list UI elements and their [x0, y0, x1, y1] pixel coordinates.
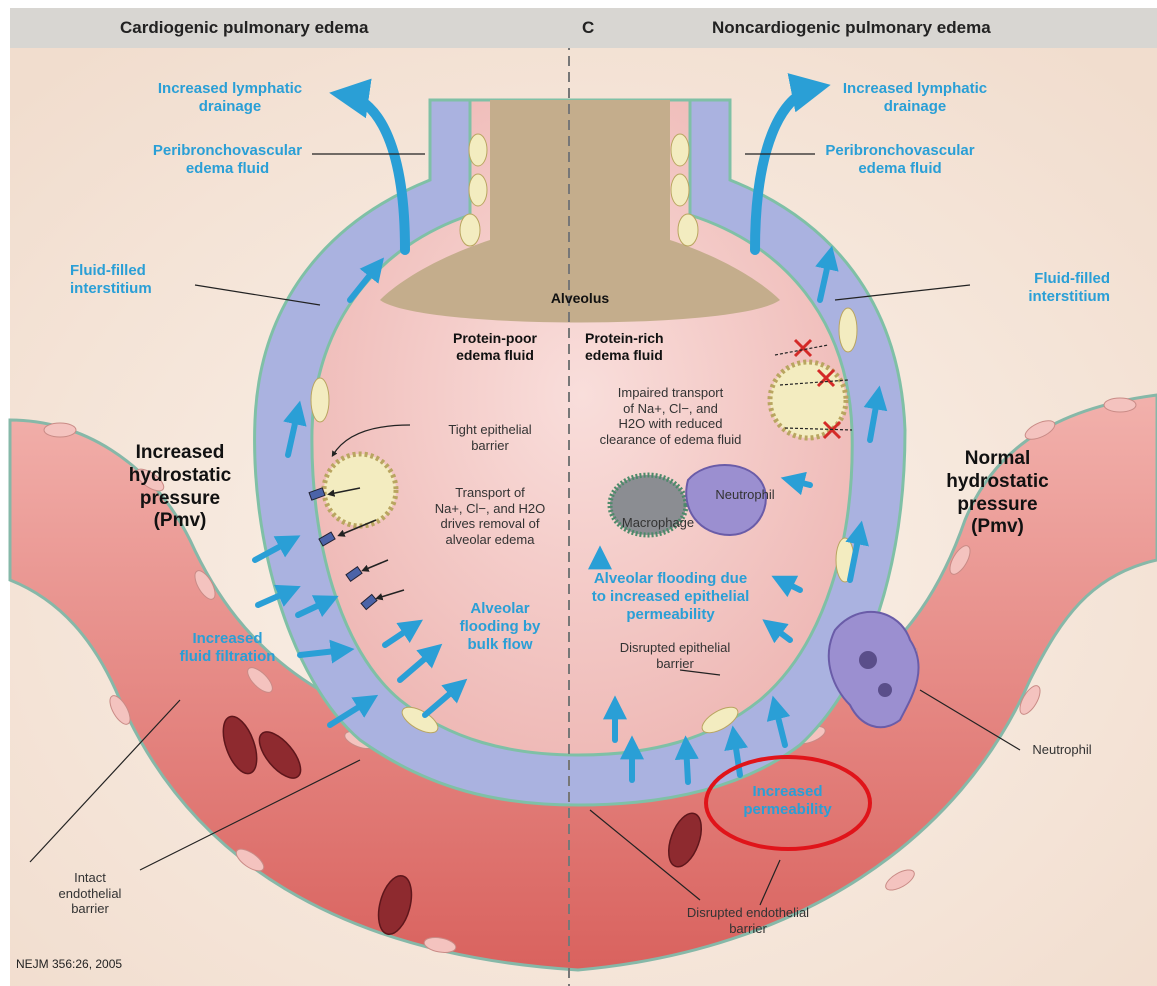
panel-letter: C — [582, 18, 594, 38]
left-lymphatic-label: Increased lymphatic drainage — [130, 80, 330, 116]
left-interstitium-label: Fluid-filled interstitium — [70, 262, 200, 298]
alveolus-label: Alveolus — [530, 290, 630, 307]
neutrophil-inner-label: Neutrophil — [705, 487, 785, 503]
left-peribronch-label: Peribronchovascular edema fluid — [140, 142, 315, 178]
increased-permeability-label: Increased permeability — [725, 783, 850, 819]
protein-poor-label: Protein-poor edema fluid — [425, 330, 565, 364]
left-pressure-label: Increased hydrostatic pressure (Pmv) — [95, 442, 265, 533]
right-interstitium-label: Fluid-filled interstitium — [960, 270, 1110, 306]
right-pressure-label: Normal hydrostatic pressure (Pmv) — [925, 448, 1070, 539]
transport-label: Transport of Na+, Cl−, and H2O drives re… — [410, 485, 570, 547]
type-ii-cell-left — [324, 454, 396, 526]
disrupted-endothelial-label: Disrupted endothelial barrier — [658, 905, 838, 936]
impaired-transport-label: Impaired transport of Na+, Cl−, and H2O … — [578, 385, 763, 447]
tight-barrier-label: Tight epithelial barrier — [410, 422, 570, 453]
right-peribronch-label: Peribronchovascular edema fluid — [810, 142, 990, 178]
left-endothelial-label: Intact endothelial barrier — [40, 870, 140, 917]
right-panel-title: Noncardiogenic pulmonary edema — [712, 18, 991, 38]
disrupted-epithelial-label: Disrupted epithelial barrier — [590, 640, 760, 671]
protein-rich-label: Protein-rich edema fluid — [585, 330, 715, 364]
macrophage-label: Macrophage — [608, 515, 708, 531]
neutrophil-outer-label: Neutrophil — [1022, 742, 1102, 758]
flooding-permeability-label: Alveolar flooding due to increased epith… — [578, 570, 763, 624]
left-panel-title: Cardiogenic pulmonary edema — [120, 18, 368, 38]
bulk-flow-label: Alveolar flooding by bulk flow — [440, 600, 560, 654]
citation: NEJM 356:26, 2005 — [16, 957, 122, 971]
left-filtration-label: Increased fluid filtration — [155, 630, 300, 666]
right-lymphatic-label: Increased lymphatic drainage — [815, 80, 1015, 116]
